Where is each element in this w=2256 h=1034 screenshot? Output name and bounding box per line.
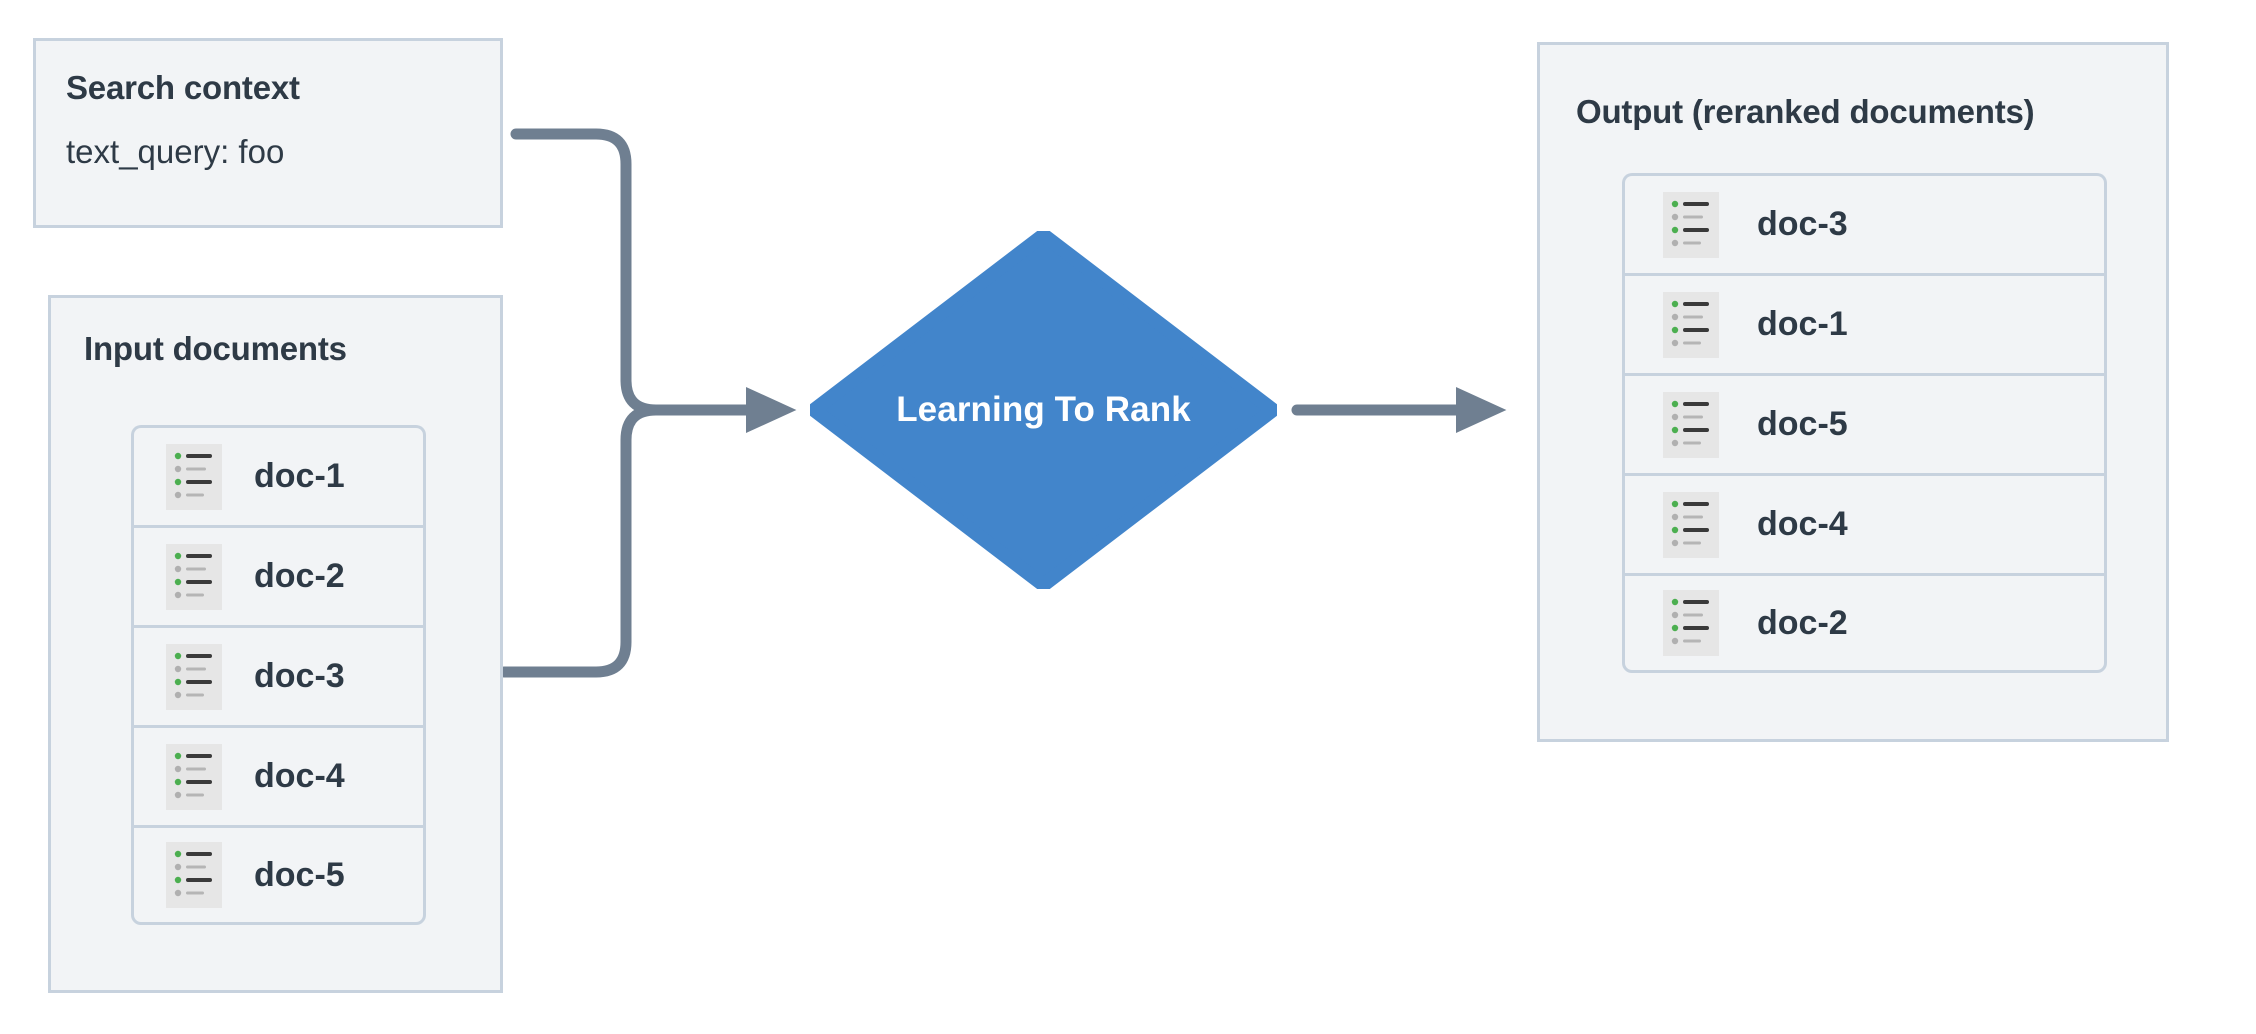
input_documents-document-label: doc-1 bbox=[254, 457, 345, 495]
connector-input-documents-to-ltr bbox=[498, 404, 776, 678]
document-list-icon bbox=[1663, 191, 1719, 258]
list-item[interactable]: doc-5 bbox=[131, 825, 426, 925]
output-document-label: doc-3 bbox=[1757, 205, 1848, 243]
learning-to-rank-label: Learning To Rank bbox=[810, 231, 1277, 589]
document-list-icon bbox=[166, 743, 222, 810]
document-list-icon bbox=[166, 842, 222, 908]
document-list-icon bbox=[1663, 291, 1719, 358]
document-list-icon bbox=[1663, 391, 1719, 458]
output-documents-list: doc-3 doc-1 doc-5 doc-4 doc-2 bbox=[1622, 173, 2107, 673]
diamond-shape bbox=[810, 231, 1277, 589]
search-context-text-query: text_query: foo bbox=[66, 133, 285, 170]
document-list-icon bbox=[166, 543, 222, 610]
input_documents-document-label: doc-2 bbox=[254, 557, 345, 595]
document-list-icon bbox=[1663, 491, 1719, 558]
list-item[interactable]: doc-5 bbox=[1622, 373, 2107, 473]
document-list-icon bbox=[166, 443, 222, 510]
list-item[interactable]: doc-3 bbox=[131, 625, 426, 725]
list-item[interactable]: doc-3 bbox=[1622, 173, 2107, 273]
list-item[interactable]: doc-4 bbox=[1622, 473, 2107, 573]
input_documents-document-label: doc-5 bbox=[254, 855, 345, 894]
list-item[interactable]: doc-1 bbox=[131, 425, 426, 525]
learning-to-rank-node[interactable]: Learning To Rank bbox=[810, 231, 1277, 589]
connector-search-context-to-ltr bbox=[510, 128, 797, 434]
input-documents-list: doc-1 doc-2 doc-3 doc-4 doc-5 bbox=[131, 425, 426, 925]
input-documents-title: Input documents bbox=[84, 330, 347, 367]
document-list-icon bbox=[1663, 590, 1719, 656]
document-list-icon bbox=[166, 643, 222, 710]
output-document-label: doc-1 bbox=[1757, 305, 1848, 343]
list-item[interactable]: doc-4 bbox=[131, 725, 426, 825]
output-title: Output (reranked documents) bbox=[1576, 93, 2035, 130]
list-item[interactable]: doc-2 bbox=[131, 525, 426, 625]
input_documents-document-label: doc-3 bbox=[254, 657, 345, 695]
output-document-label: doc-5 bbox=[1757, 405, 1848, 443]
output-document-label: doc-2 bbox=[1757, 603, 1848, 642]
input_documents-document-label: doc-4 bbox=[254, 757, 345, 795]
list-item[interactable]: doc-1 bbox=[1622, 273, 2107, 373]
search-context-panel: Search context text_query: foo bbox=[33, 38, 503, 228]
output-document-label: doc-4 bbox=[1757, 505, 1848, 543]
list-item[interactable]: doc-2 bbox=[1622, 573, 2107, 673]
search-context-title: Search context bbox=[66, 69, 300, 106]
learning-to-rank-text: Learning To Rank bbox=[896, 390, 1191, 430]
